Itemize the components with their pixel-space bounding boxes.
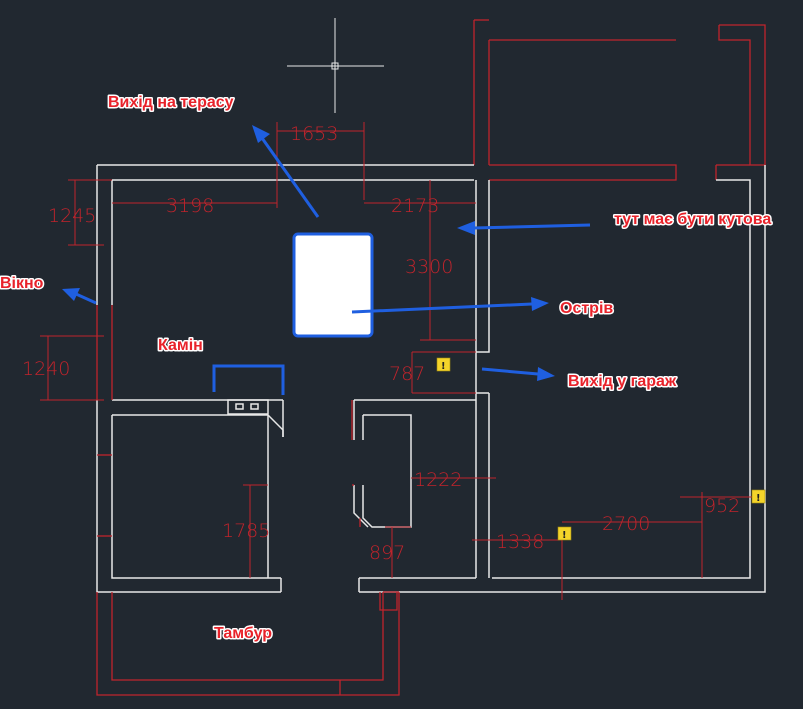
dim-1653: 1653 (290, 123, 338, 145)
dim-3300: 3300 (405, 256, 453, 278)
fireplace-shape (212, 364, 285, 437)
label-garage-exit: Вихід у гараж (568, 373, 677, 390)
svg-text:!: ! (441, 361, 446, 372)
dim-1338: 1338 (496, 531, 544, 553)
svg-text:!: ! (562, 530, 567, 541)
warning-marker-icon: ! (557, 526, 572, 541)
warning-marker-icon: ! (436, 357, 451, 372)
label-window: Вікно (0, 275, 44, 292)
dim-1240: 1240 (22, 358, 70, 380)
dim-952: 952 (704, 495, 740, 517)
label-fireplace: Камін (158, 337, 203, 354)
label-island: Острів (560, 300, 613, 317)
dim-1245: 1245 (48, 205, 96, 227)
island-shape (292, 232, 374, 338)
dim-2700: 2700 (602, 513, 650, 535)
left-openings (96, 305, 400, 696)
dim-1785: 1785 (222, 520, 270, 542)
dim-3198: 3198 (166, 195, 214, 217)
dim-897: 897 (369, 542, 405, 564)
dimension-texts: 1653 3198 1245 2173 3300 1240 787 1222 1… (22, 123, 740, 564)
upper-right-room-walls (473, 19, 766, 181)
label-vestibule: Тамбур (214, 625, 272, 642)
dim-1222: 1222 (414, 469, 462, 491)
dim-2173: 2173 (391, 195, 439, 217)
dimension-lines (40, 122, 765, 600)
label-terrace-exit: Вихід на терасу (108, 94, 234, 111)
warning-marker-icon: ! (751, 489, 766, 504)
dim-787: 787 (389, 363, 425, 385)
svg-text:!: ! (756, 493, 761, 504)
crosshair-cursor-icon (287, 18, 384, 113)
outer-walls (96, 164, 766, 593)
label-corner-note: тут має бути кутова (614, 211, 771, 228)
annotation-arrows (62, 125, 591, 381)
